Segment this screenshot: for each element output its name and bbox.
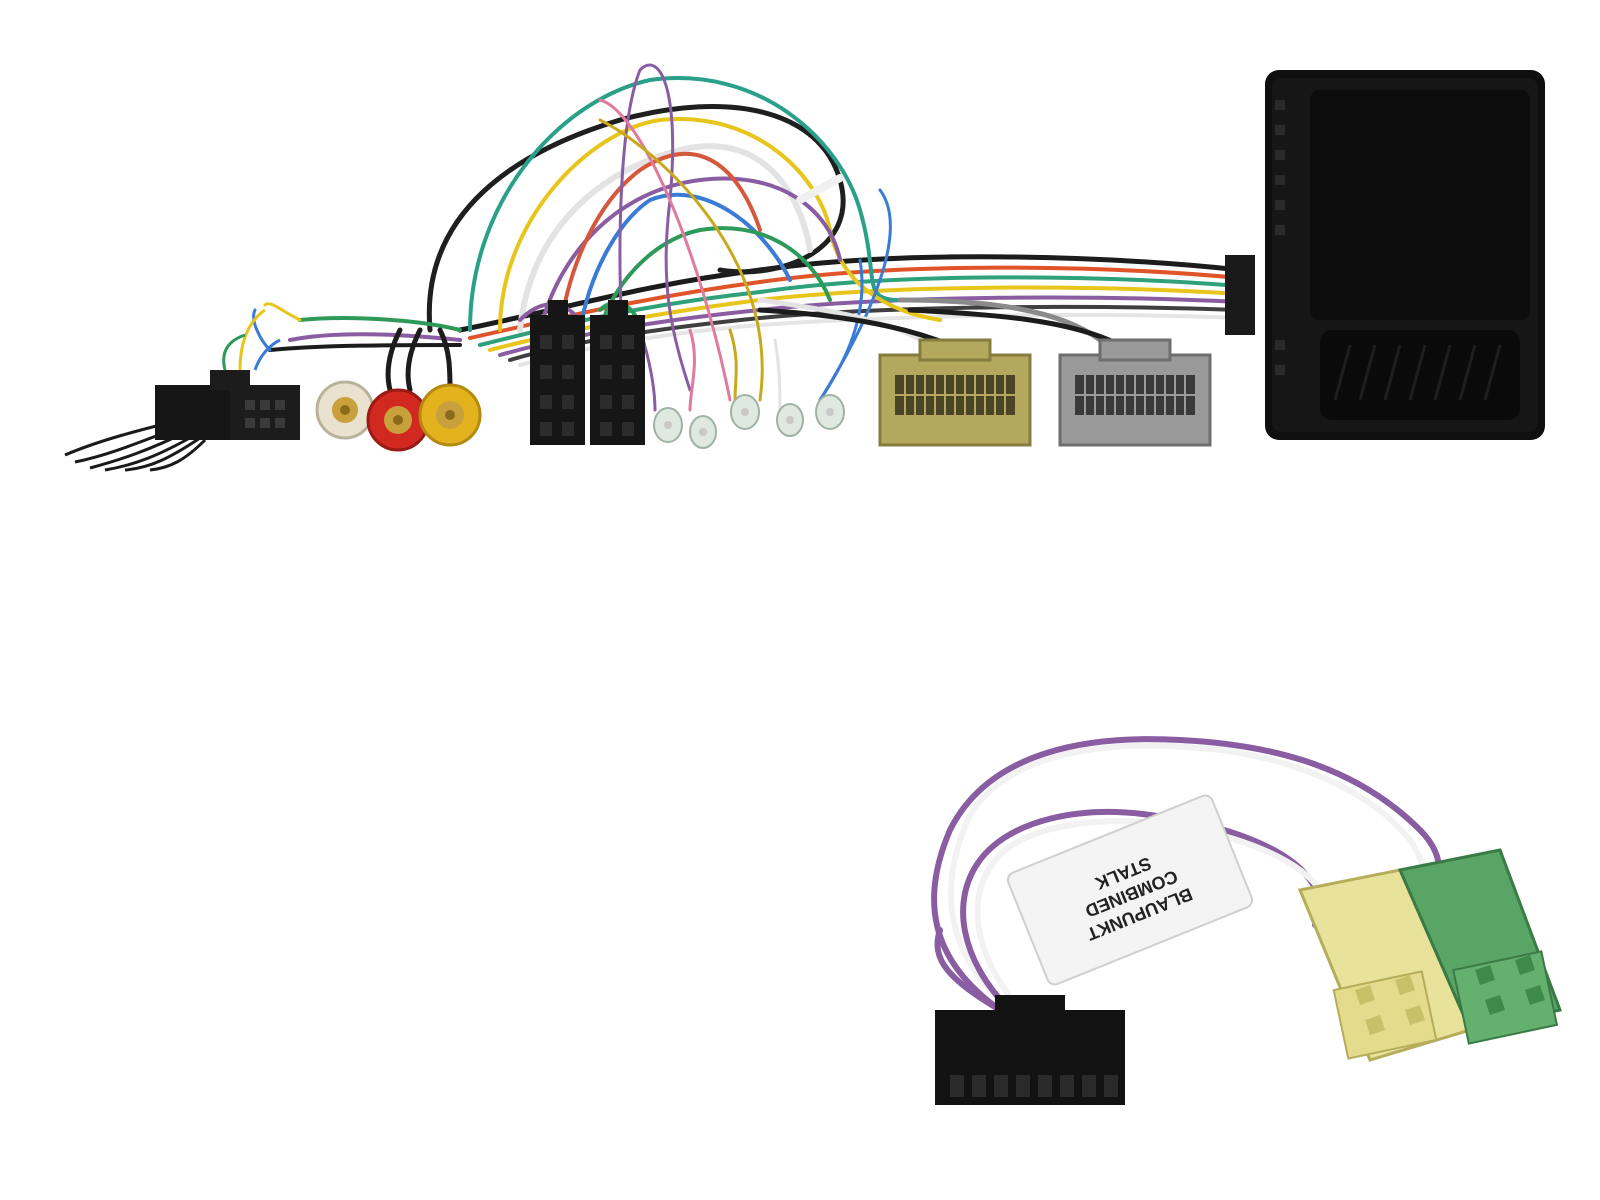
ribbon-harness-connector bbox=[64, 308, 300, 472]
blaupunkt-lead bbox=[931, 736, 1442, 1013]
rca-plugs bbox=[315, 380, 482, 452]
wire-bundle bbox=[252, 63, 1243, 412]
grey-connector bbox=[1058, 338, 1212, 447]
mini-iso-yellow bbox=[1297, 868, 1473, 1062]
mini-iso-green bbox=[1397, 848, 1563, 1045]
iso-connector bbox=[530, 300, 645, 445]
rca-plug-yellow bbox=[418, 383, 482, 447]
rca-plug-white bbox=[315, 380, 375, 440]
product-label: BLAUPUNKT COMBINED STALK bbox=[1006, 794, 1254, 986]
mini-iso-connector bbox=[1297, 848, 1563, 1062]
black-plug bbox=[935, 995, 1125, 1105]
olive-connector bbox=[878, 338, 1032, 447]
ring-terminals bbox=[653, 394, 845, 449]
interface-module bbox=[1225, 70, 1545, 440]
